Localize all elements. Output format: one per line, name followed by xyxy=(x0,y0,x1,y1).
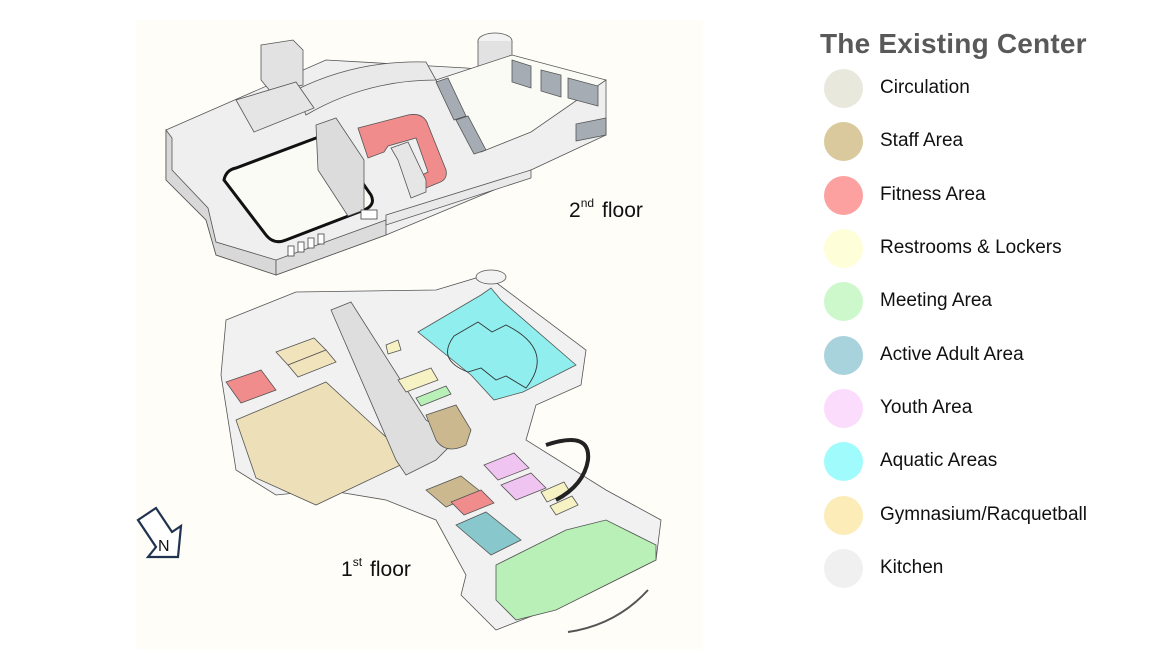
youth-area-2 xyxy=(500,472,547,501)
legend-item-gymnasium-racquetball: Gymnasium/Racquetball xyxy=(824,495,1087,535)
entry-canopy-arc xyxy=(567,589,649,633)
legend-label: Restrooms & Lockers xyxy=(880,237,1062,258)
legend-item-youth-area: Youth Area xyxy=(824,388,972,428)
fitness-area-2nd-floor xyxy=(357,114,447,191)
legend-title: The Existing Center xyxy=(820,28,1087,59)
first-floor-plan xyxy=(220,269,662,633)
clerestory-windows xyxy=(435,59,607,155)
legend-swatch xyxy=(824,228,863,268)
floor-word: floor xyxy=(602,199,643,222)
floor-number: 1 xyxy=(341,558,353,581)
facade-windows xyxy=(287,209,378,257)
youth-area-1 xyxy=(483,452,530,481)
legend-swatch xyxy=(824,175,863,215)
legend-item-fitness-area: Fitness Area xyxy=(824,175,986,215)
staff-area-central xyxy=(425,404,472,450)
legend-label: Kitchen xyxy=(880,557,944,578)
legend-swatch xyxy=(824,495,863,535)
legend-swatch xyxy=(824,388,863,428)
second-floor-plan xyxy=(165,32,607,276)
meeting-area-large xyxy=(495,519,657,621)
legend-label: Active Adult Area xyxy=(880,344,1024,365)
upper-left-rooms xyxy=(235,81,315,133)
rotunda-1st-top xyxy=(475,269,507,285)
aquatic-area xyxy=(417,287,577,401)
restroom-block-2 xyxy=(385,339,402,355)
south-facade-2nd xyxy=(275,219,387,276)
locker-core-2nd xyxy=(390,141,427,199)
legend-swatch xyxy=(824,441,863,481)
legend-swatch xyxy=(824,68,863,108)
gymnasium xyxy=(235,381,412,506)
floor-ordinal-suffix: nd xyxy=(580,196,595,210)
legend: The Existing Center Circulation Staff Ar… xyxy=(818,28,1148,588)
fitness-room-south xyxy=(450,489,495,516)
legend-label: Youth Area xyxy=(880,397,973,418)
legend-swatch xyxy=(824,335,863,375)
floor-word: floor xyxy=(370,558,411,581)
pool-outline xyxy=(447,321,538,389)
meeting-room-small xyxy=(415,385,452,407)
north-arrow-icon: N xyxy=(136,506,183,559)
fitness-area-1st-floor xyxy=(225,369,277,404)
north-arrow-letter: N xyxy=(158,538,170,555)
legend-swatch xyxy=(824,121,863,161)
legend-label: Circulation xyxy=(880,77,970,98)
restroom-block-4 xyxy=(549,495,579,516)
restroom-block-1 xyxy=(397,367,439,393)
active-adult-area xyxy=(455,511,522,556)
legend-item-aquatic-areas: Aquatic Areas xyxy=(824,441,997,481)
legend-label: Fitness Area xyxy=(880,184,986,205)
floor-plan-drawing xyxy=(165,32,662,633)
floor-number: 2 xyxy=(569,199,581,222)
main-corridor xyxy=(330,301,457,476)
legend-label: Staff Area xyxy=(880,130,964,151)
legend-label: Gymnasium/Racquetball xyxy=(880,504,1087,525)
legend-swatch xyxy=(824,548,863,588)
legend-item-kitchen: Kitchen xyxy=(824,548,943,588)
racquetball-court-2 xyxy=(287,349,337,378)
exterior-ramp xyxy=(545,438,591,502)
legend-item-staff-area: Staff Area xyxy=(824,121,963,161)
floor-ordinal-suffix: st xyxy=(352,555,363,569)
legend-item-restrooms-lockers: Restrooms & Lockers xyxy=(824,228,1062,268)
legend-swatch xyxy=(824,281,863,321)
legend-item-meeting-area: Meeting Area xyxy=(824,281,992,321)
legend-label: Aquatic Areas xyxy=(880,450,998,471)
north-arrow-shape xyxy=(136,506,183,559)
east-walkway-2nd xyxy=(385,169,532,226)
legend-item-circulation: Circulation xyxy=(824,68,970,108)
stair-tower xyxy=(260,39,304,93)
legend-label: Meeting Area xyxy=(880,290,992,311)
legend-item-active-adult-area: Active Adult Area xyxy=(824,335,1024,375)
